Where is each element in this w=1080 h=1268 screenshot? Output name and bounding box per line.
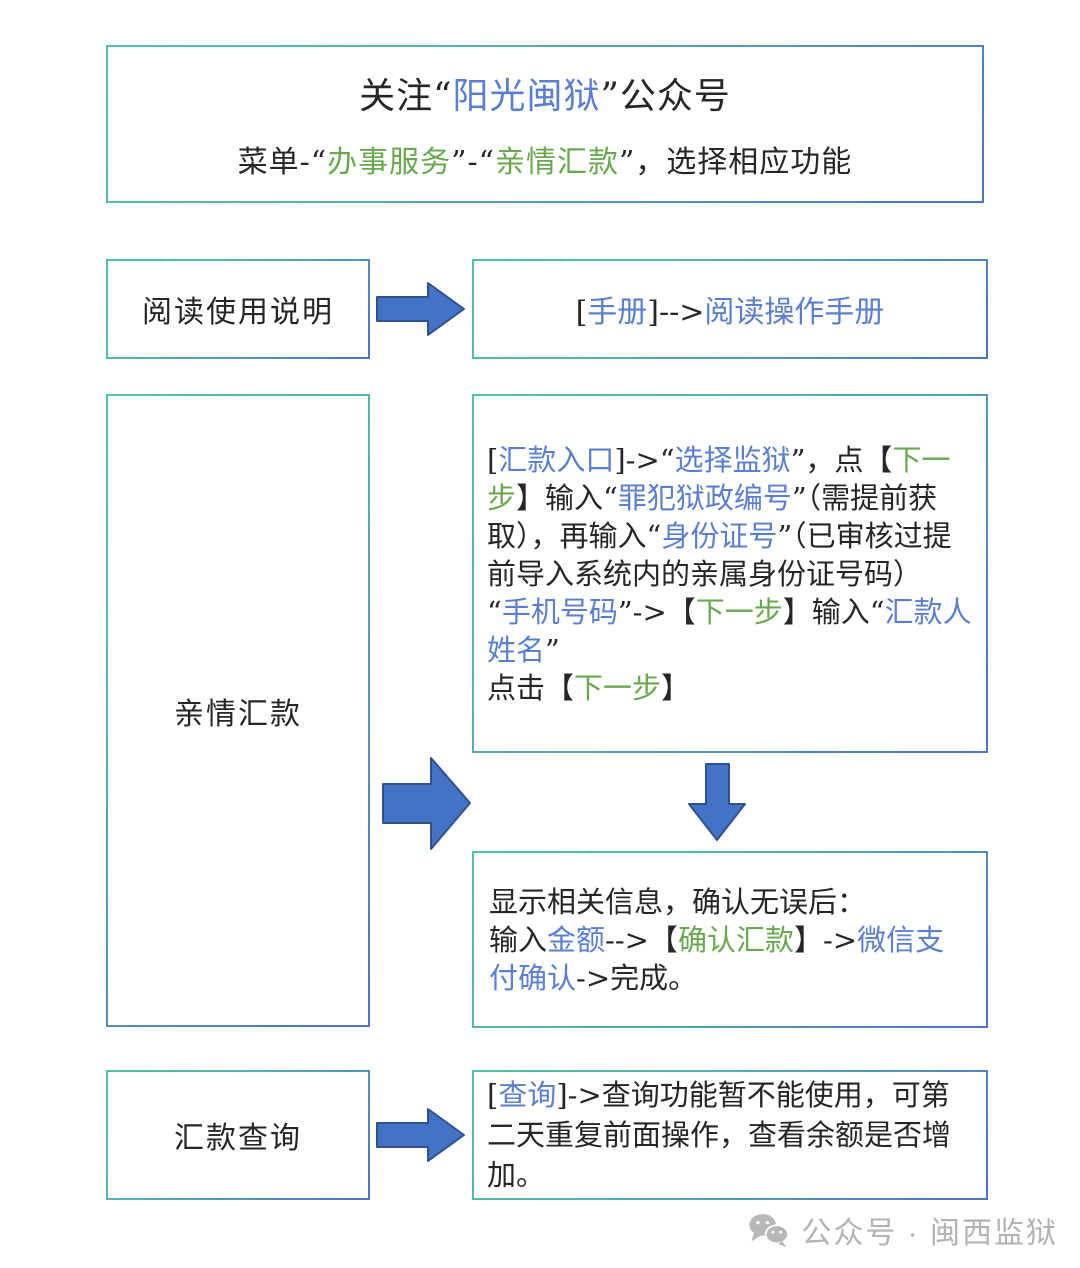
header-line1: 关注“阳光闽狱”公众号 <box>359 76 731 117</box>
right-arrow-icon <box>376 282 465 336</box>
footer-watermark: 公众号 · 闽西监狱 <box>748 1206 1058 1254</box>
header-line2: 菜单-“办事服务”-“亲情汇款”，选择相应功能 <box>237 145 853 180</box>
remit-steps-box: [汇款入口]->“选择监狱”，点【下一步】输入“罪犯狱政编号”（需提前获取），再… <box>472 394 988 753</box>
remit-result-box: 显示相关信息，确认无误后：输入金额-->【确认汇款】->微信支付确认->完成。 <box>472 851 988 1028</box>
right-arrow-icon <box>376 1108 465 1162</box>
header-box: 关注“阳光闽狱”公众号 菜单-“办事服务”-“亲情汇款”，选择相应功能 <box>106 45 984 203</box>
read-manual-label: 阅读使用说明 <box>142 295 334 330</box>
read-manual-content: [手册]-->阅读操作手册 <box>575 295 885 330</box>
footer-account-label: 公众号 · 闽西监狱 <box>801 1217 1058 1250</box>
remit-label: 亲情汇款 <box>174 696 302 732</box>
wechat-icon <box>749 1214 789 1248</box>
read-manual-content-box: [手册]-->阅读操作手册 <box>472 259 988 359</box>
remit-label-box: 亲情汇款 <box>106 394 370 1027</box>
right-arrow-icon <box>382 757 471 850</box>
down-arrow-icon <box>688 763 746 841</box>
query-content: [查询]->查询功能暂不能使用，可第二天重复前面操作，查看余额是否增加。 <box>487 1078 952 1192</box>
query-content-box: [查询]->查询功能暂不能使用，可第二天重复前面操作，查看余额是否增加。 <box>472 1070 988 1200</box>
query-label-box: 汇款查询 <box>106 1070 370 1200</box>
read-manual-label-box: 阅读使用说明 <box>106 259 370 359</box>
query-label: 汇款查询 <box>174 1121 302 1156</box>
